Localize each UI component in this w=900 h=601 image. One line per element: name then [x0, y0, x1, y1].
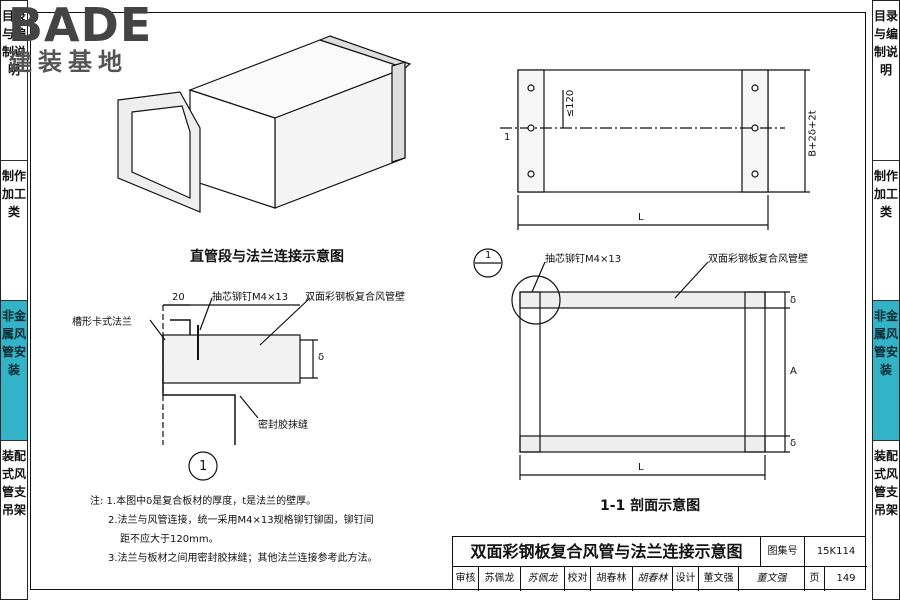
detail-dim-20: 20: [172, 292, 185, 303]
section-callout-number: 1: [485, 250, 492, 261]
section-wall-label: 双面彩钢板复合风管壁: [708, 254, 808, 265]
dim-120-label: ≤120: [565, 89, 577, 118]
dim-height-label: B+2δ+2t: [807, 110, 819, 157]
design-label: 设计: [673, 567, 699, 591]
note-line: 3.法兰与板材之间用密封胶抹缝；其他法兰连接参考此方法。: [108, 553, 378, 564]
section-caption: 1-1 剖面示意图: [600, 498, 701, 514]
detail-wall-label: 双面彩钢板复合风管壁: [305, 292, 405, 303]
check-label: 校对: [565, 567, 591, 591]
designer-signature: 董文强: [739, 567, 805, 591]
left-tab-fabrication[interactable]: 制作加工类: [1, 161, 27, 301]
section-delta-top: δ: [790, 295, 797, 306]
page-label: 页: [805, 567, 825, 591]
detail-callout-number: 1: [199, 459, 208, 474]
atlas-label: 图集号: [761, 537, 805, 567]
checker-name: 胡春林: [591, 567, 633, 591]
right-tab-catalog[interactable]: 目录与编制说明: [873, 1, 899, 161]
section-drawing: [473, 248, 790, 480]
detail-seal-label: 密封胶抹缝: [258, 420, 308, 431]
isometric-caption: 直管段与法兰连接示意图: [190, 249, 344, 265]
note-line: 2.法兰与风管连接，统一采用M4×13规格铆钉铆固，铆钉间: [108, 515, 374, 526]
note-line: 距不应大于120mm。: [120, 534, 219, 545]
checker-signature: 胡春林: [633, 567, 673, 591]
drawing-title: 双面彩钢板复合风管与法兰连接示意图: [453, 537, 761, 567]
section-rivet-label: 抽芯铆钉M4×13: [545, 254, 622, 265]
reviewer-name: 苏佩龙: [479, 567, 521, 591]
bade-logo: BADE 建装基地: [8, 0, 153, 76]
dim-L-label: L: [638, 212, 644, 223]
page-number: 149: [836, 573, 856, 584]
notes-block: 注: 1.本图中δ是复合板材的厚度，t是法兰的壁厚。 2.法兰与风管连接，统一采…: [90, 492, 378, 568]
detail-delta-label: δ: [318, 352, 325, 363]
note-line: 注: 1.本图中δ是复合板材的厚度，t是法兰的壁厚。: [90, 496, 317, 507]
designer-name: 董文强: [699, 567, 739, 591]
left-tab-catalog[interactable]: 目录与编制说明: [1, 1, 27, 161]
right-tab-nonmetal-duct[interactable]: 非金属风管安装: [873, 301, 899, 441]
left-category-bar: 目录与编制说明 制作加工类 非金属风管安装 装配式风管支吊架: [0, 0, 28, 600]
drawing-frame: [30, 12, 866, 590]
section-mark-label: 1: [504, 132, 511, 143]
detail-rivet-label: 抽芯铆钉M4×13: [212, 292, 289, 303]
section-A-label: A: [790, 366, 797, 377]
detail-flange-label: 槽形卡式法兰: [72, 317, 132, 328]
review-label: 审核: [453, 567, 479, 591]
right-category-bar: 目录与编制说明 制作加工类 非金属风管安装 装配式风管支吊架: [872, 0, 900, 600]
right-tab-support[interactable]: 装配式风管支吊架: [873, 449, 898, 517]
elevation-drawing: [500, 69, 810, 230]
left-tab-nonmetal-duct[interactable]: 非金属风管安装: [1, 301, 27, 441]
reviewer-signature: 苏佩龙: [521, 567, 565, 591]
title-block: 双面彩钢板复合风管与法兰连接示意图 图集号 15K114 审核 苏佩龙 苏佩龙 …: [452, 536, 867, 591]
atlas-number: 15K114: [805, 537, 867, 567]
isometric-duct: [117, 35, 412, 213]
section-delta-bottom: δ: [790, 438, 797, 449]
detail-1-drawing: [162, 304, 318, 481]
section-L-label: L: [638, 462, 644, 473]
right-tab-fabrication[interactable]: 制作加工类: [873, 161, 899, 301]
left-tab-support[interactable]: 装配式风管支吊架: [1, 449, 26, 517]
